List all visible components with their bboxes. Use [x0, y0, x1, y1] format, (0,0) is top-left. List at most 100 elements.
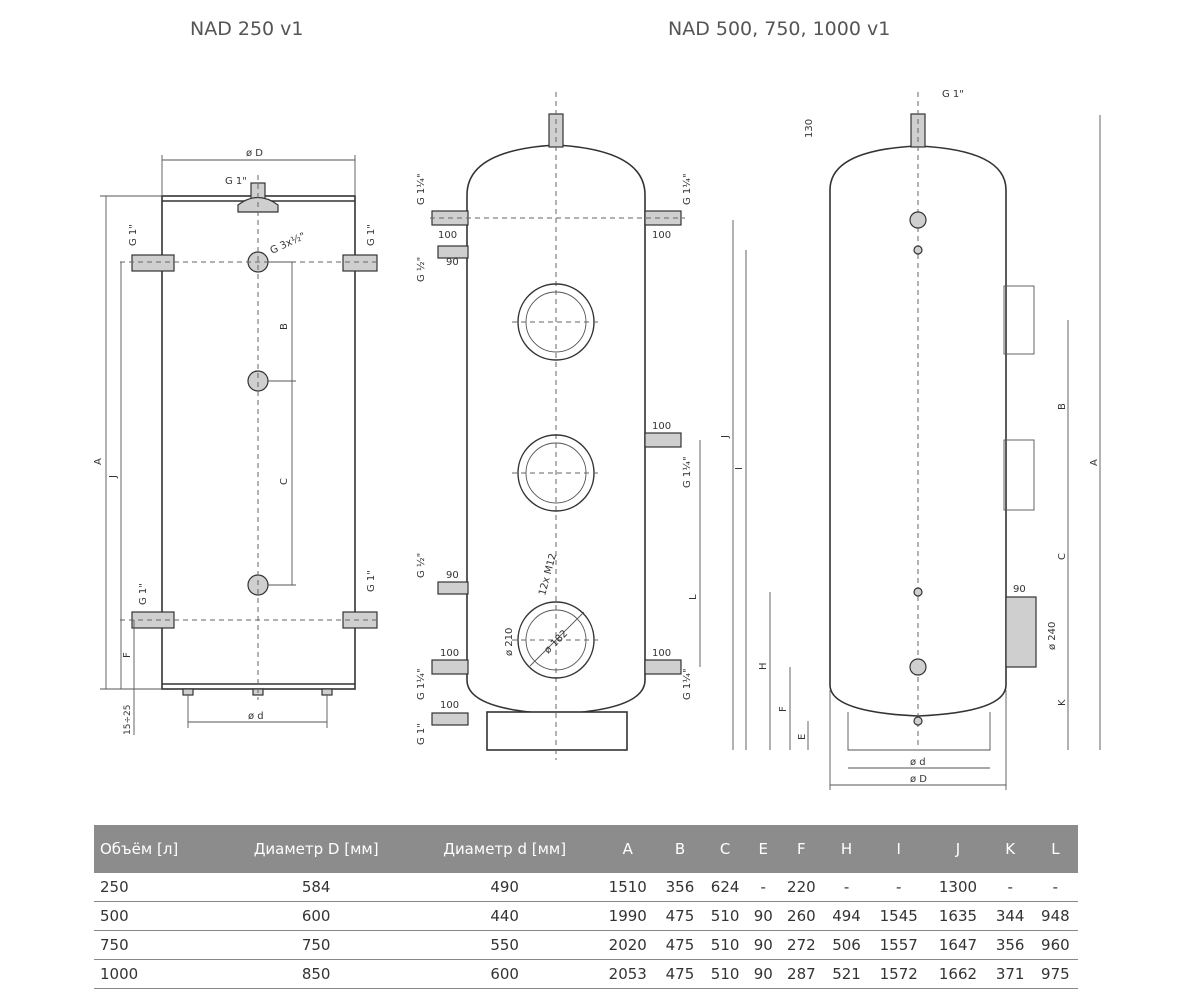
table-cell: 220 — [778, 873, 824, 902]
dim-a-250: A — [93, 458, 104, 465]
table-cell: - — [823, 873, 870, 902]
table-cell: 475 — [657, 930, 703, 960]
table-cell: 960 — [1032, 930, 1078, 960]
table-cell: 371 — [987, 959, 1033, 989]
table-cell: 600 — [221, 901, 412, 931]
dim-h-side: H — [758, 662, 769, 670]
table-cell: 975 — [1032, 959, 1078, 989]
table-cell: 490 — [411, 873, 599, 902]
dim-100-b: 100 — [652, 230, 671, 241]
dim-c-250: C — [279, 478, 290, 485]
table-cell: - — [747, 873, 779, 902]
header-diameter-D: Диаметр D [мм] — [221, 825, 412, 873]
table-cell: 500 — [94, 901, 222, 931]
table-cell: 550 — [411, 930, 599, 960]
technical-drawing: B C ø D G 1" G 3x½" G 1" G 1" G 1" G 1" … — [93, 89, 1101, 790]
dim-d210: ø 210 — [504, 628, 515, 656]
table-cell: - — [987, 873, 1033, 902]
header-h: H — [823, 825, 870, 873]
dim-od-side: ø d — [910, 757, 926, 768]
table-cell: 521 — [823, 959, 870, 989]
table-cell: 1000 — [94, 959, 222, 989]
header-c: C — [702, 825, 748, 873]
table-header-row: Объём [л] Диаметр D [мм] Диаметр d [мм] … — [94, 825, 1078, 873]
table-cell: 2053 — [598, 959, 658, 989]
table-cell: 1545 — [869, 901, 929, 931]
tank-nad-250: B C ø D G 1" G 3x½" G 1" G 1" G 1" G 1" … — [93, 148, 378, 735]
dim-a-side: A — [1089, 459, 1100, 466]
table-cell: 506 — [823, 930, 870, 960]
dim-oD-side: ø D — [910, 774, 927, 785]
table-cell: 90 — [747, 901, 779, 931]
dim-130: 130 — [804, 119, 815, 138]
label-g1-side: G 1" — [942, 89, 964, 100]
label-g1-top-250: G 1" — [225, 176, 247, 187]
dim-100-d: 100 — [440, 648, 459, 659]
table-cell: 250 — [94, 873, 222, 902]
table-cell: 90 — [747, 959, 779, 989]
dim-90-side: 90 — [1013, 584, 1026, 595]
table-cell: 584 — [221, 873, 412, 902]
table-cell: 510 — [702, 901, 748, 931]
header-diameter-d: Диаметр d [мм] — [411, 825, 599, 873]
table-cell: 948 — [1032, 901, 1078, 931]
table-row: 750 750 550 2020 475 510 90 272 506 1557… — [94, 930, 1078, 960]
table-cell: 356 — [657, 873, 703, 902]
tank-nad-500-front: 100 100 90 100 90 100 100 100 G 1¼" G 1¼… — [415, 92, 701, 760]
label-g1-right-bottom: G 1" — [366, 570, 377, 592]
table-cell: 850 — [221, 959, 412, 989]
tank-nad-500-side: 90 ø 240 G 1" 130 J I H F E A B C K ø d … — [720, 89, 1101, 790]
dim-j-side: J — [720, 435, 731, 439]
label-g1-front: G 1" — [416, 723, 427, 745]
dim-e-side: E — [797, 734, 808, 740]
label-g1-right-top: G 1" — [366, 224, 377, 246]
label-g114-front-5: G 1¼" — [681, 668, 693, 700]
header-j: J — [928, 825, 988, 873]
header-i: I — [869, 825, 929, 873]
table-cell: 1990 — [598, 901, 658, 931]
right-title: NAD 500, 750, 1000 v1 — [668, 18, 891, 40]
dim-tol-250: 15÷25 — [123, 705, 133, 735]
label-g114-front-1: G 1¼" — [415, 173, 427, 205]
table-cell: 440 — [411, 901, 599, 931]
header-a: A — [598, 825, 658, 873]
table-cell: 1572 — [869, 959, 929, 989]
table-cell: 2020 — [598, 930, 658, 960]
table-cell: 90 — [747, 930, 779, 960]
header-f: F — [778, 825, 824, 873]
specs-table: Объём [л] Диаметр D [мм] Диаметр d [мм] … — [94, 825, 1078, 989]
dim-100-c: 100 — [652, 421, 671, 432]
label-g12-front-2: G ½" — [415, 553, 427, 578]
table-cell: 272 — [778, 930, 824, 960]
table-cell: 510 — [702, 930, 748, 960]
header-l: L — [1032, 825, 1078, 873]
dim-100-e: 100 — [652, 648, 671, 659]
table-cell: 1662 — [928, 959, 988, 989]
table-cell: 510 — [702, 959, 748, 989]
tank-side-body — [829, 145, 1007, 717]
table-cell: - — [1032, 873, 1078, 902]
table-cell: 624 — [702, 873, 748, 902]
table-cell: - — [869, 873, 929, 902]
table-cell: 1557 — [869, 930, 929, 960]
dim-d240: ø 240 — [1047, 622, 1058, 650]
table-cell: 287 — [778, 959, 824, 989]
table-row: 500 600 440 1990 475 510 90 260 494 1545… — [94, 901, 1078, 931]
label-g114-front-4: G 1¼" — [415, 668, 427, 700]
dim-b-side: B — [1057, 403, 1068, 410]
dim-k-side: K — [1057, 699, 1068, 706]
table-cell: 494 — [823, 901, 870, 931]
dim-b-250: B — [279, 323, 290, 330]
dim-90-a: 90 — [446, 257, 459, 268]
table-cell: 1635 — [928, 901, 988, 931]
table-cell: 344 — [987, 901, 1033, 931]
header-b: B — [657, 825, 703, 873]
table-cell: 1510 — [598, 873, 658, 902]
header-e: E — [747, 825, 779, 873]
table-cell: 356 — [987, 930, 1033, 960]
table-cell: 475 — [657, 901, 703, 931]
dim-oD-250: ø D — [246, 148, 263, 159]
header-k: K — [987, 825, 1033, 873]
left-title: NAD 250 v1 — [190, 18, 304, 40]
dim-j-250: J — [108, 475, 119, 479]
